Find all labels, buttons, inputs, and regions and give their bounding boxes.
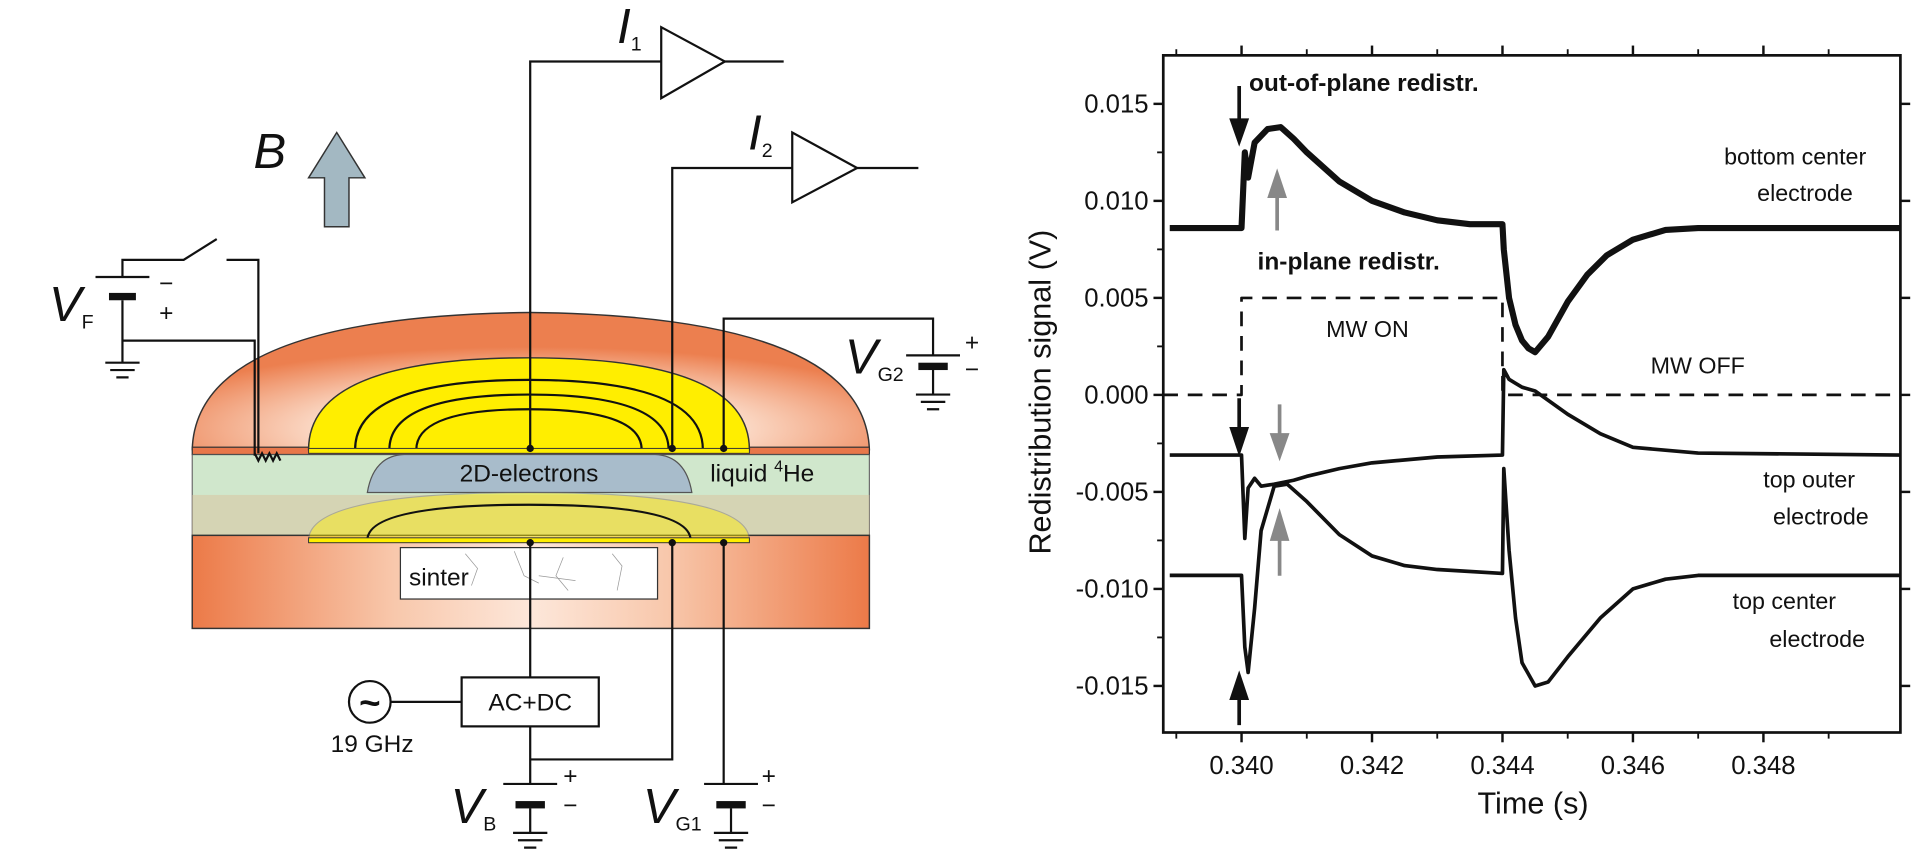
vg1-label: VG1: [643, 780, 702, 835]
vg2-minus: −: [965, 356, 979, 383]
helium-lower-layer: [192, 494, 870, 536]
arrow-up-icon: [1229, 670, 1250, 726]
i2-label: I2: [748, 107, 772, 162]
bottom-electrodes: [307, 491, 751, 541]
series-line-mw-state: [1163, 296, 1901, 397]
label-bottom-center-1: bottom center: [1724, 143, 1866, 169]
vg2-wire: [722, 317, 935, 449]
x-axis-label: Time (s): [1478, 786, 1589, 820]
annotation-mw-off: MW OFF: [1651, 353, 1745, 379]
acdc-label: AC+DC: [488, 689, 572, 716]
vg2-label: VG2: [845, 331, 904, 386]
electrode-arc: [366, 503, 692, 541]
vf-plus: +: [159, 300, 173, 327]
electrode-arc: [388, 393, 670, 450]
vb-label: VB: [451, 780, 497, 835]
vb-ground: [513, 808, 548, 849]
label-top-center-1: top center: [1733, 588, 1837, 614]
series-line-bottom-center-electrode: [1169, 124, 1901, 356]
x-tick-label: 0.344: [1470, 752, 1534, 780]
arrow-up-icon: [1269, 508, 1290, 576]
y-tick-label: 0.000: [1084, 381, 1148, 409]
b-field-label: B: [253, 125, 286, 179]
y-axis-label: Redistribution signal (V): [1024, 230, 1058, 555]
electrons-label: 2D-electrons: [460, 460, 599, 487]
x-tick-label: 0.348: [1731, 752, 1795, 780]
vg1-minus: −: [762, 792, 776, 819]
magnetic-field-arrow-icon: [307, 131, 367, 228]
schematic-diagram: 2D-electrons liquid 4He sinter I1 I2 VG: [49, 0, 979, 849]
vf-wire-lower: [105, 300, 256, 456]
annotation-in-plane: in-plane redistr.: [1258, 249, 1440, 276]
annotation-arrows: [1229, 85, 1290, 726]
y-tick-label: -0.005: [1076, 478, 1149, 506]
sinter-block: [399, 546, 659, 600]
redistribution-chart: 0.015 0.010 0.005 0.000 -0.005 -0.010 -0.015 0.…: [1024, 45, 1911, 820]
i1-wire: [529, 60, 662, 449]
i2-wire: [671, 166, 793, 449]
vg2-plus: +: [965, 329, 979, 356]
i1-label: I1: [617, 0, 641, 55]
vg1-plus: +: [762, 763, 776, 790]
y-tick-label: -0.015: [1076, 673, 1149, 701]
electrode-arc: [354, 378, 704, 450]
label-top-outer-1: top outer: [1763, 467, 1855, 493]
arrow-down-icon: [1229, 398, 1250, 457]
x-tick-label: 0.346: [1601, 752, 1665, 780]
y-tick-label: 0.010: [1084, 187, 1148, 215]
label-bottom-center-2: electrode: [1757, 180, 1853, 206]
series-layer: [1163, 124, 1901, 688]
sinter-texture: [465, 551, 623, 591]
y-tick-label: -0.010: [1076, 575, 1149, 603]
vf-minus: −: [159, 271, 173, 298]
vg1-battery-plate: [716, 801, 746, 809]
vf-label: VF: [49, 278, 94, 333]
y-tick-label: 0.005: [1084, 284, 1148, 312]
x-tick-label: 0.340: [1209, 752, 1273, 780]
series-line-top-center-electrode: [1169, 466, 1901, 688]
vf-wire: [121, 238, 260, 454]
amplifier-i2: [791, 130, 860, 205]
series-line-top-outer-electrode: [1169, 367, 1901, 541]
frequency-label: 19 GHz: [331, 731, 414, 758]
arrow-up-icon: [1267, 168, 1288, 231]
annotation-out-of-plane: out-of-plane redistr.: [1249, 70, 1479, 97]
vb-battery-plate: [515, 801, 545, 809]
vf-battery-plate: [108, 292, 136, 301]
i2-bottom-wire: [530, 542, 674, 761]
vg2-ground: [915, 370, 951, 411]
y-tick-label: 0.015: [1084, 90, 1148, 118]
label-top-outer-2: electrode: [1773, 503, 1869, 529]
vb-plus: +: [563, 763, 577, 790]
vb-minus: −: [563, 792, 577, 819]
arrow-down-icon: [1269, 404, 1290, 462]
liquid-helium-label: liquid 4He: [710, 459, 814, 488]
vg1-ground: [713, 808, 749, 849]
electrode-arc: [415, 408, 643, 450]
vg2-battery-plate: [918, 362, 948, 371]
axes-layer: 0.015 0.010 0.005 0.000 -0.005 -0.010 -0.015 0.…: [1076, 45, 1911, 780]
source-symbol: ~: [359, 682, 380, 723]
label-top-center-2: electrode: [1769, 626, 1865, 652]
electrons-layer: [366, 453, 693, 494]
sinter-label: sinter: [409, 565, 469, 592]
arrow-down-icon: [1229, 85, 1250, 147]
amplifier-i1: [660, 25, 728, 101]
heater-resistor: [253, 450, 282, 464]
x-tick-label: 0.342: [1340, 752, 1404, 780]
annotation-mw-on: MW ON: [1326, 316, 1409, 342]
